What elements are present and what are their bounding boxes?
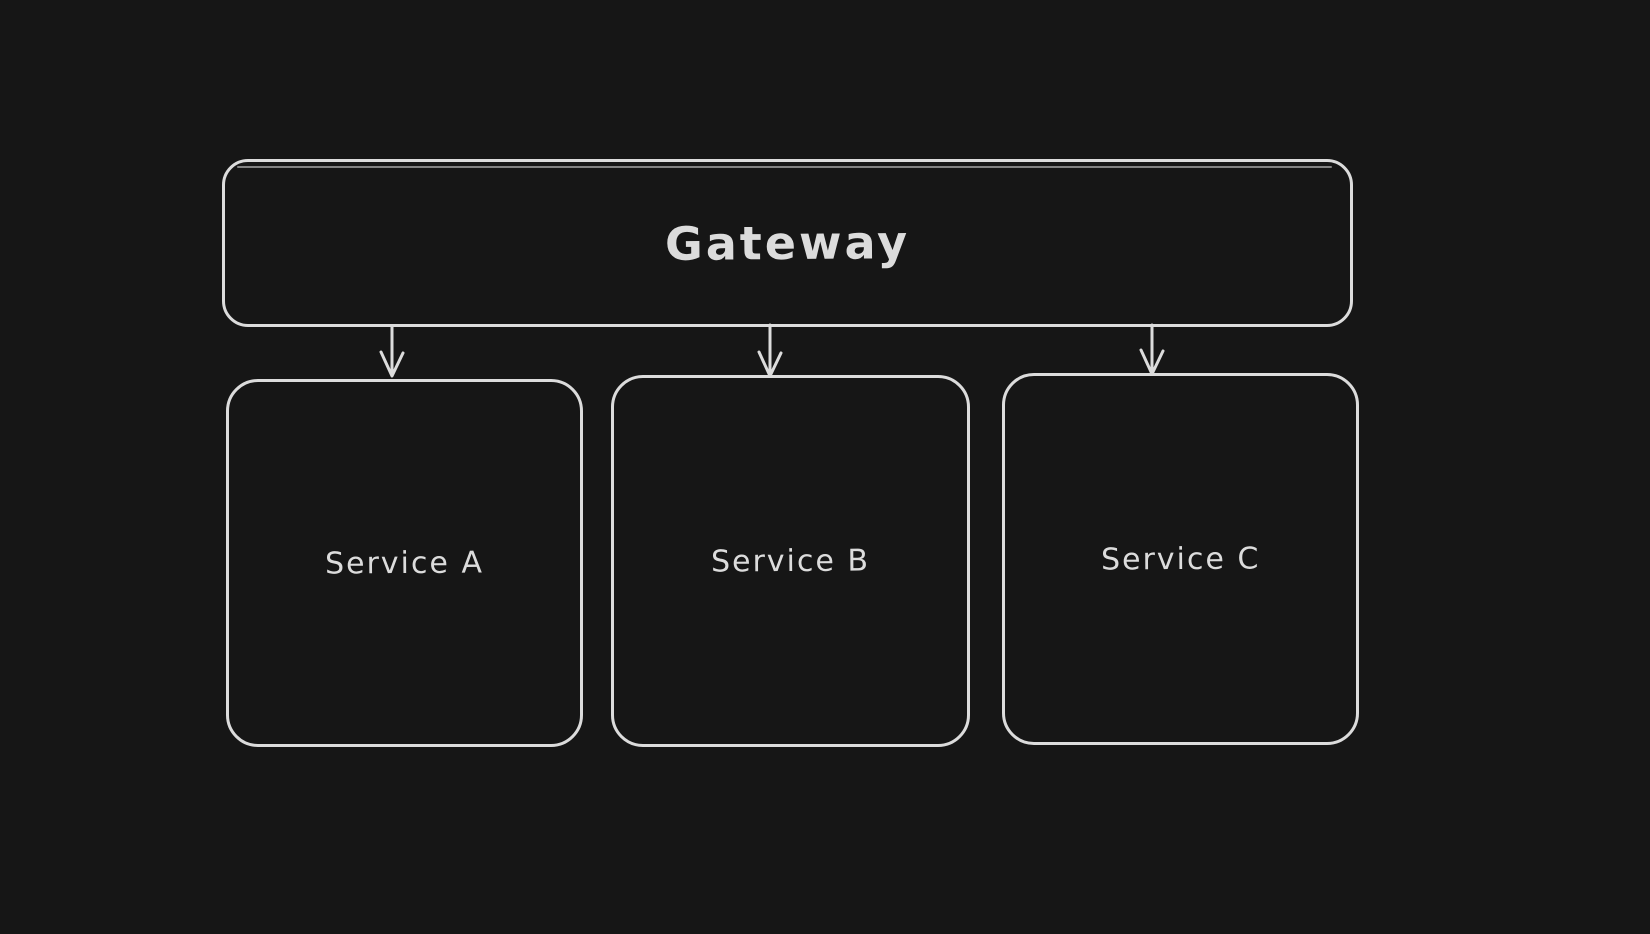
service-b-node[interactable]: Service B: [611, 375, 970, 747]
service-a-label: Service A: [324, 544, 485, 582]
gateway-label: Gateway: [664, 215, 911, 271]
gateway-node[interactable]: Gateway: [222, 159, 1353, 327]
service-b-label: Service B: [710, 542, 871, 580]
arrow-gateway-to-service-c[interactable]: [1139, 323, 1165, 376]
service-a-node[interactable]: Service A: [226, 379, 583, 747]
service-c-label: Service C: [1100, 540, 1261, 578]
arrow-gateway-to-service-b[interactable]: [757, 323, 783, 378]
service-c-node[interactable]: Service C: [1002, 373, 1359, 745]
arrow-gateway-to-service-a[interactable]: [379, 324, 405, 378]
